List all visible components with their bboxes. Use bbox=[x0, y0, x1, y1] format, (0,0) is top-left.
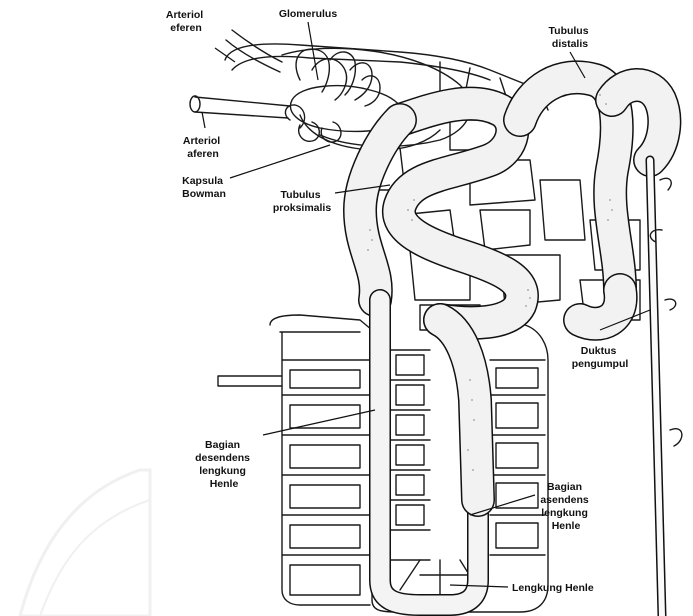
label-arteriol-aferen: Arteriol aferen bbox=[183, 135, 223, 160]
label-arteriol-eferen: Arteriol eferen bbox=[166, 9, 206, 34]
collecting-duct bbox=[650, 160, 682, 616]
arteriole-afferent-vessel bbox=[190, 96, 290, 118]
label-tubulus-proksimalis: Tubulus proksimalis bbox=[273, 189, 332, 214]
proximal-tubule bbox=[360, 104, 531, 323]
loop-of-henle bbox=[380, 300, 478, 605]
label-bagian-desendens: Bagian desendens lengkung Henle bbox=[195, 439, 253, 490]
label-glomerulus: Glomerulus bbox=[279, 8, 338, 20]
label-duktus-pengumpul: Duktus pengumpul bbox=[572, 345, 629, 370]
label-lengkung-henle: Lengkung Henle bbox=[512, 582, 594, 594]
label-tubulus-distalis: Tubulus distalis bbox=[549, 25, 592, 50]
glomerulus-tuft bbox=[285, 49, 380, 142]
label-kapsula-bowman: Kapsula Bowman bbox=[182, 175, 226, 200]
watermark bbox=[20, 470, 150, 616]
